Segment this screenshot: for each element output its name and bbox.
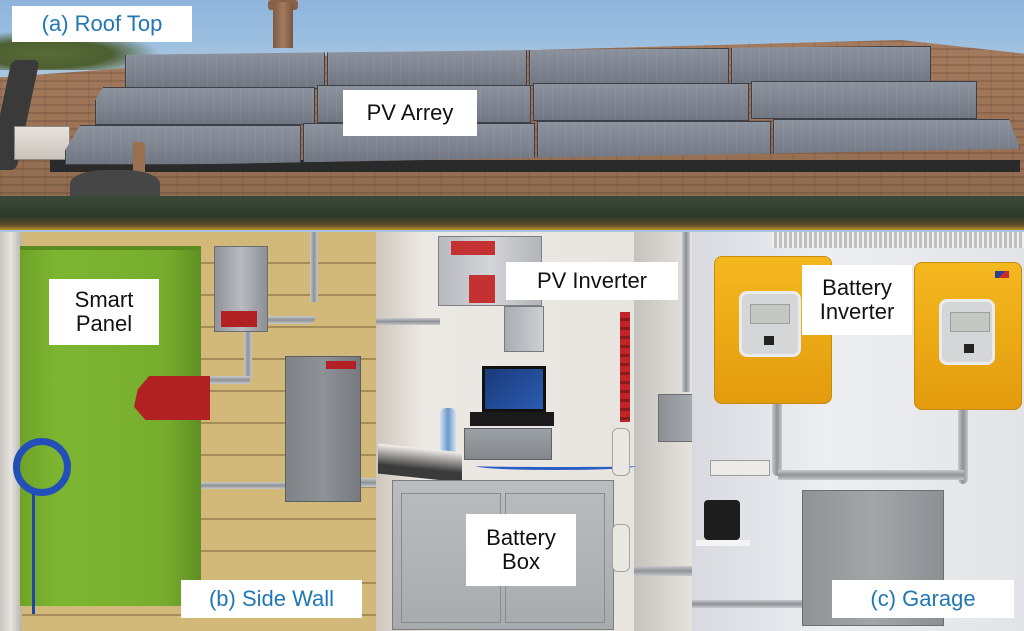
label-smart-panel: Smart Panel bbox=[49, 279, 159, 345]
chimney-pipe bbox=[273, 2, 293, 48]
inverter-room-photo: PV Inverter Battery Box bbox=[376, 232, 692, 631]
label-pv-array: PV Arrey bbox=[343, 90, 477, 136]
conduit bbox=[310, 232, 318, 302]
side-wall-photo: Smart Panel (b) Side Wall bbox=[0, 232, 376, 631]
label-line: Box bbox=[502, 549, 540, 574]
caption-roof-top: (a) Roof Top bbox=[12, 6, 192, 42]
pv-module bbox=[529, 48, 729, 86]
garage-photo: Battery Inverter (c) Garage bbox=[692, 232, 1024, 631]
label-line: Battery bbox=[822, 274, 892, 300]
disconnect-switch-bottom bbox=[285, 356, 361, 502]
label-battery-box: Battery Box bbox=[466, 514, 576, 586]
conduit bbox=[682, 232, 690, 392]
conduit bbox=[360, 478, 376, 487]
data-logger bbox=[464, 428, 552, 460]
ac-disconnect bbox=[504, 306, 544, 352]
conduit bbox=[200, 482, 288, 489]
pv-module bbox=[95, 87, 315, 125]
battery-inverter-right bbox=[914, 262, 1022, 410]
pv-module bbox=[731, 46, 931, 84]
pv-array bbox=[55, 45, 1020, 167]
laptop-screen bbox=[482, 366, 546, 412]
laptop-base bbox=[470, 412, 554, 426]
conduit bbox=[376, 318, 440, 325]
pv-module bbox=[533, 83, 749, 121]
water-bottle bbox=[440, 408, 456, 454]
conduit bbox=[772, 404, 782, 476]
conduit bbox=[268, 316, 316, 324]
blue-cable-coil bbox=[13, 438, 71, 496]
label-line: Inverter bbox=[819, 299, 895, 324]
warning-label bbox=[134, 376, 210, 420]
power-strip bbox=[710, 460, 770, 476]
disconnect-switch-top bbox=[214, 246, 268, 332]
light-fixture bbox=[612, 524, 630, 572]
wire-shelf bbox=[772, 232, 1024, 248]
wall-column bbox=[0, 232, 22, 631]
label-line: Smart bbox=[74, 286, 134, 312]
pv-module bbox=[751, 81, 977, 119]
conduit bbox=[244, 332, 252, 378]
red-wires bbox=[620, 312, 630, 422]
pv-module bbox=[327, 49, 527, 87]
roof-top-photo: (a) Roof Top PV Arrey bbox=[0, 0, 1024, 232]
network-router bbox=[704, 500, 740, 540]
small-shelf bbox=[696, 540, 750, 546]
conduit bbox=[634, 566, 692, 576]
pv-array-shadow bbox=[50, 160, 1020, 172]
light-fixture bbox=[612, 428, 630, 476]
network-cable bbox=[476, 462, 636, 470]
roof-junction-box bbox=[14, 126, 70, 160]
junction-box bbox=[658, 394, 692, 442]
conduit bbox=[778, 470, 964, 480]
label-battery-inverter: Battery Inverter bbox=[802, 265, 912, 335]
label-line: Panel bbox=[75, 311, 133, 336]
conduit bbox=[200, 376, 250, 384]
caption-garage: (c) Garage bbox=[832, 580, 1014, 618]
pv-module bbox=[125, 51, 325, 89]
label-pv-inverter: PV Inverter bbox=[506, 262, 678, 300]
blue-cable bbox=[32, 494, 35, 614]
gutter bbox=[0, 196, 1024, 230]
pv-module bbox=[65, 125, 301, 165]
conduit bbox=[958, 404, 968, 484]
caption-side-wall: (b) Side Wall bbox=[181, 580, 362, 618]
conduit bbox=[692, 600, 804, 608]
label-line: Battery bbox=[486, 524, 556, 550]
